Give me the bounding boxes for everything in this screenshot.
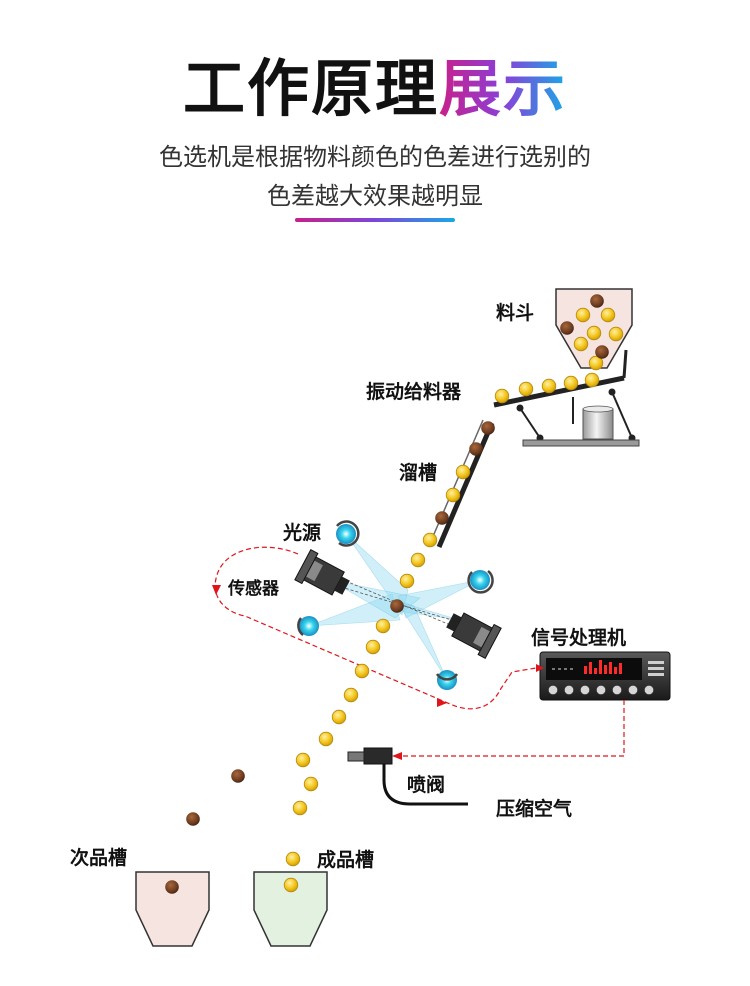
label-signal-processor: 信号处理机 xyxy=(531,627,627,649)
title-underline xyxy=(295,218,455,222)
light-source-1 xyxy=(336,520,360,547)
vibration-feeder xyxy=(493,349,640,447)
bad-grain xyxy=(590,294,604,308)
grains xyxy=(165,294,624,894)
subtitle-line-2: 色差越大效果越明显 xyxy=(267,182,483,210)
good-grain xyxy=(586,325,602,341)
title-main: 工作原理 xyxy=(182,52,439,125)
light-source-3 xyxy=(297,616,319,636)
good-grain xyxy=(365,639,381,655)
good-grain xyxy=(563,375,579,391)
reject-bin xyxy=(135,871,210,947)
good-grain xyxy=(575,307,591,323)
page-title: 工作原理展示 xyxy=(0,38,750,128)
bad-grain xyxy=(481,421,495,435)
good-grain xyxy=(608,326,624,342)
good-grain xyxy=(399,573,415,589)
good-grain xyxy=(494,388,510,404)
sensor-camera-2 xyxy=(446,612,502,659)
signal-lines xyxy=(214,546,625,757)
good-grain xyxy=(285,851,301,867)
good-grain xyxy=(573,336,589,352)
good-grain xyxy=(303,776,319,792)
good-grain xyxy=(375,618,391,634)
bad-grain xyxy=(469,442,483,456)
bad-grain xyxy=(231,769,245,783)
good-grain xyxy=(318,731,334,747)
accept-bin xyxy=(253,871,328,947)
good-grain xyxy=(584,372,600,388)
signal-processor xyxy=(539,651,671,701)
label-vibration-feeder: 振动给料器 xyxy=(366,381,462,403)
good-grain xyxy=(295,752,311,768)
label-hopper: 料斗 xyxy=(496,302,535,324)
bad-grain xyxy=(390,599,404,613)
good-grain xyxy=(541,378,557,394)
label-sensor: 传感器 xyxy=(228,579,279,599)
bad-grain xyxy=(186,812,200,826)
label-chute: 溜槽 xyxy=(399,462,438,484)
label-reject-bin: 次品槽 xyxy=(70,847,128,869)
ejector-valve xyxy=(347,747,468,806)
good-grain xyxy=(422,532,438,548)
good-grain xyxy=(445,487,461,503)
good-grain xyxy=(343,687,359,703)
label-accept-bin: 成品槽 xyxy=(317,849,375,871)
signal-arrowheads xyxy=(212,585,544,760)
good-grain xyxy=(600,307,616,323)
good-grain xyxy=(518,381,534,397)
bad-grain xyxy=(595,345,609,359)
good-grain xyxy=(292,800,308,816)
label-light-source: 光源 xyxy=(283,522,322,544)
bad-grain xyxy=(165,880,179,894)
good-grain xyxy=(283,877,299,893)
good-grain xyxy=(354,663,370,679)
light-source-2 xyxy=(467,570,494,594)
title-highlight: 展示 xyxy=(439,52,568,125)
sensor-camera-1 xyxy=(294,549,350,596)
good-grain xyxy=(588,355,604,371)
light-source-4 xyxy=(435,670,459,690)
bad-grain xyxy=(560,321,574,335)
label-compressed-air: 压缩空气 xyxy=(496,798,573,820)
subtitle-line-1: 色选机是根据物料颜色的色差进行选别的 xyxy=(159,143,591,171)
good-grain xyxy=(455,464,471,480)
bad-grain xyxy=(435,511,449,525)
good-grain xyxy=(410,552,426,568)
good-grain xyxy=(331,709,347,725)
label-ejector-valve: 喷阀 xyxy=(407,774,446,796)
chute xyxy=(430,419,495,548)
